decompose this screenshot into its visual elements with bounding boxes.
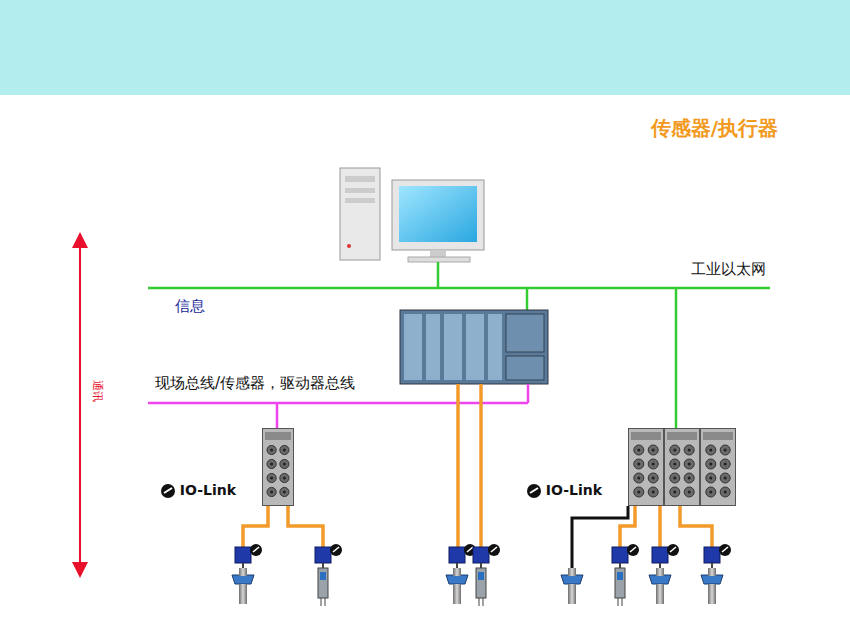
fieldbus-drop (276, 403, 279, 428)
io-link-master: IO-Link (262, 428, 294, 506)
io-link-cable (243, 384, 712, 548)
io-link-icon (526, 483, 542, 499)
fieldbus-drop (527, 384, 530, 403)
header-band (0, 0, 850, 95)
range-arrow (79, 240, 81, 570)
computer (340, 168, 484, 262)
bus-label: 现场总线/传感器，驱动器总线 (155, 375, 355, 392)
module-drawing (628, 428, 736, 506)
ethernet-drop (437, 262, 440, 288)
module-drawing (262, 428, 294, 506)
ethernet-drop (526, 288, 529, 312)
fieldbus (148, 402, 528, 405)
sensors (232, 544, 731, 606)
level-label: 信息 (175, 298, 205, 315)
io-link-master: IO-Link (628, 428, 736, 506)
plc (400, 310, 548, 384)
protocol-label: IO-Link (546, 482, 602, 498)
bus-label: 工业以太网 (691, 261, 766, 278)
ethernet-drop (675, 288, 678, 428)
title: 传感器/执行器 (651, 117, 778, 140)
range-label: 通讯 (90, 380, 103, 402)
io-link-icon (160, 483, 176, 499)
protocol-label: IO-Link (180, 482, 236, 498)
standard-cable (572, 506, 628, 570)
